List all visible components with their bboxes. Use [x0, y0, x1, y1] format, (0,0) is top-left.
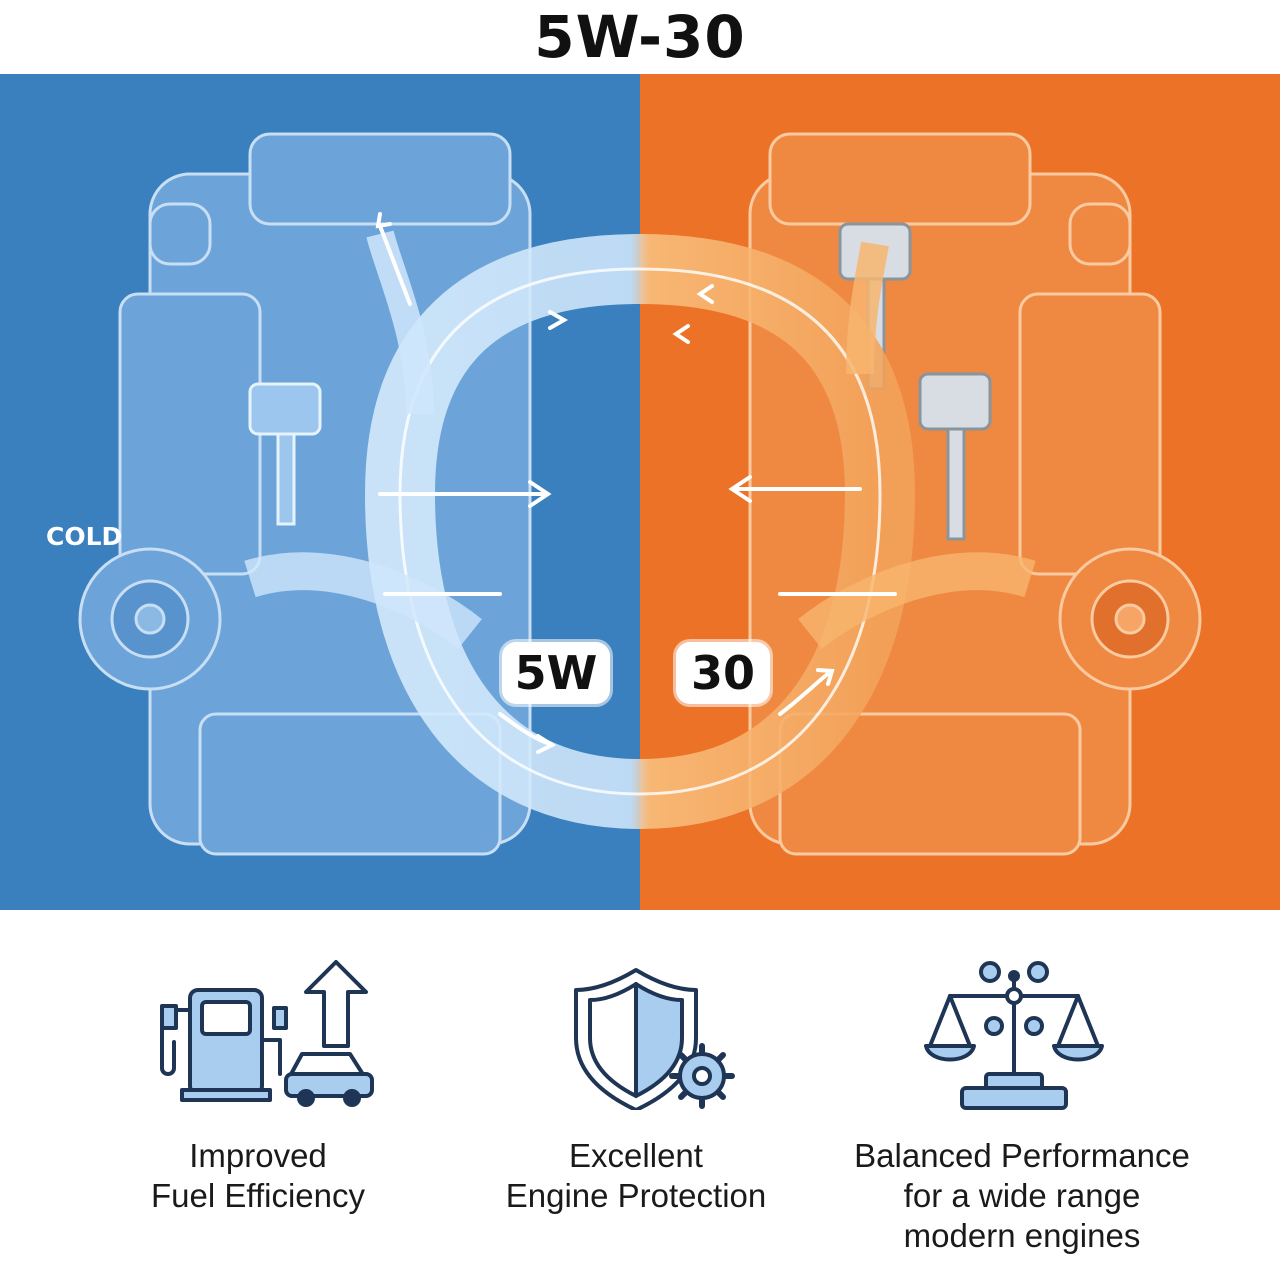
balance-scale-gears-icon	[924, 961, 1104, 1110]
benefit-1-line-2: Fuel Efficiency	[151, 1177, 365, 1214]
benefit-fuel-efficiency: Improved Fuel Efficiency	[58, 940, 458, 1270]
page-title: 5W-30	[534, 3, 746, 71]
benefit-3-line-1: Balanced Performance	[854, 1137, 1190, 1174]
engine-comparison-panel: COLD 5W 30	[0, 74, 1280, 910]
hot-grade-tag: 30	[676, 642, 770, 704]
fuel-pump-car-arrow-icon	[160, 960, 374, 1107]
benefit-2-line-1: Excellent	[569, 1137, 703, 1174]
cold-piston	[248, 382, 322, 526]
cold-label: COLD	[46, 522, 123, 551]
benefit-3-line-2: for a wide range	[903, 1177, 1141, 1214]
benefit-3-line-3: modern engines	[903, 1217, 1141, 1254]
winter-grade-tag: 5W	[502, 642, 610, 704]
shield-gear-icon	[574, 968, 735, 1110]
benefit-engine-protection: Excellent Engine Protection	[436, 940, 836, 1270]
oil-flow-loop	[244, 230, 1036, 830]
flow-arrows	[375, 212, 897, 754]
benefit-balanced-performance: Balanced Performance for a wide range mo…	[822, 940, 1222, 1270]
benefit-2-line-2: Engine Protection	[505, 1177, 767, 1214]
benefit-1-line-1: Improved	[189, 1137, 327, 1174]
engine-illustration	[0, 74, 1280, 910]
